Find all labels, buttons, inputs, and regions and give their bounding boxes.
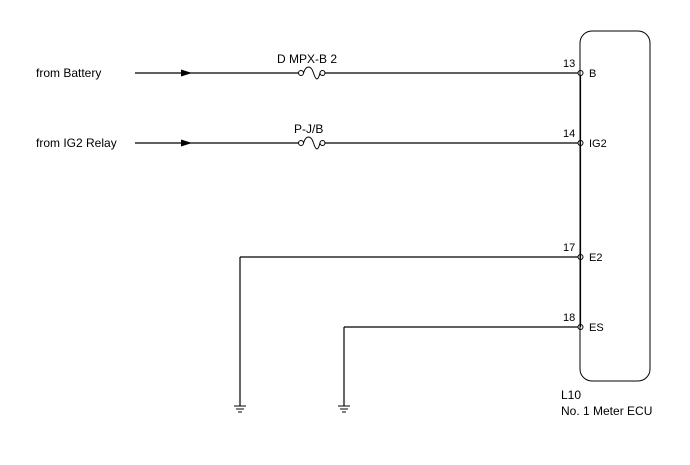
pin-ig2-number: 14 [563,128,575,140]
fuse-bottom-symbol [298,136,326,150]
fuse-top-symbol [298,66,326,80]
pin-e2-terminal [577,254,584,260]
es-ground-icon [338,405,350,413]
es-ground-circuit: 18 ES [338,312,604,413]
battery-circuit: from Battery D MPX-B 2 13 B [36,52,596,80]
fuse-bottom-label: P-J/B [294,122,323,136]
pin-es-name: ES [589,322,604,334]
e2-ground-circuit: 17 E2 [234,242,602,413]
pin-es-terminal [577,324,584,330]
fuse-top-label: D MPX-B 2 [277,52,337,66]
ecu-connector-label: L10 [561,388,581,402]
pin-ig2-name: IG2 [589,138,607,150]
ig2-arrow [181,139,192,147]
pin-e2-number: 17 [563,242,575,254]
ecu-name-label: No. 1 Meter ECU [561,404,652,418]
pin-es-number: 18 [563,312,575,324]
pin-b-name: B [589,68,596,80]
pin-b-number: 13 [563,58,575,70]
pin-e2-name: E2 [589,252,602,264]
ig2-circuit: from IG2 Relay P-J/B 14 IG2 [36,122,607,150]
e2-ground-icon [234,405,246,413]
from-battery-label: from Battery [36,66,101,80]
battery-arrow [181,69,192,77]
from-ig2-relay-label: from IG2 Relay [36,136,117,150]
